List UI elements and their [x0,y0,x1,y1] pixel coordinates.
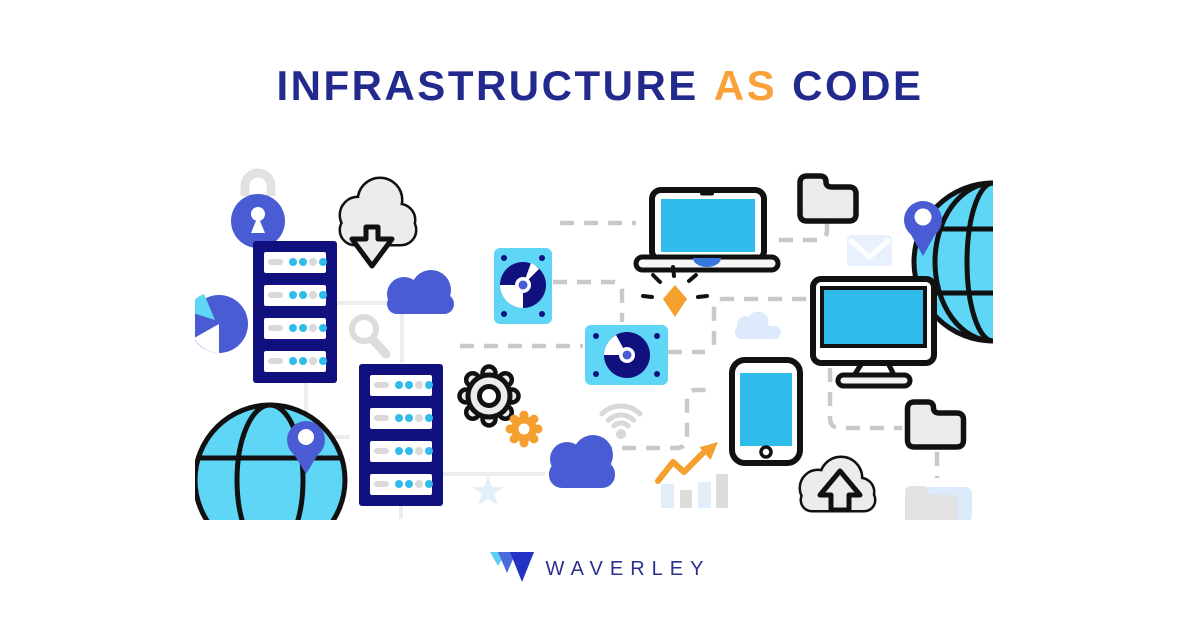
hard-drive-icon [494,248,552,324]
cloud-upload-icon [798,455,877,513]
hard-drive-icon [585,325,668,385]
globe-icon [195,402,348,520]
globe-icon [911,180,993,344]
title-word-as: AS [713,62,778,109]
cloud-download-icon [338,176,418,269]
lock-icon [231,168,285,248]
folder-icon [904,399,967,450]
gear-icon [457,364,521,428]
monitor-icon [810,276,937,389]
waverley-logo-mark [489,552,534,582]
star-icon [472,476,504,505]
page-title: INFRASTRUCTURE AS CODE [0,62,1200,110]
laptop-icon [633,187,781,273]
cloud-icon [387,270,454,314]
server-rack-icon [359,364,443,506]
pie-chart-icon [195,294,248,353]
tablet-icon [729,357,803,466]
magnifier-icon [349,314,391,359]
title-word-infrastructure: INFRASTRUCTURE [276,62,699,109]
server-rack-icon [253,241,337,383]
cloud-icon [735,311,781,339]
location-pin-icon [287,421,325,474]
envelope-icon [847,235,892,266]
title-word-code: CODE [792,62,924,109]
sparkle-icon [641,265,709,317]
dashed-connector-lines [460,220,940,478]
wifi-icon [599,403,643,439]
folder-icon [905,486,972,520]
bar-chart-growth-icon [655,442,728,508]
location-pin-icon [904,201,942,256]
cloud-icon [549,435,615,488]
waverley-logo: WAVERLEY [0,548,1200,590]
waverley-logo-text: WAVERLEY [545,557,711,580]
folder-icon [797,173,859,224]
gear-icon [505,410,543,448]
